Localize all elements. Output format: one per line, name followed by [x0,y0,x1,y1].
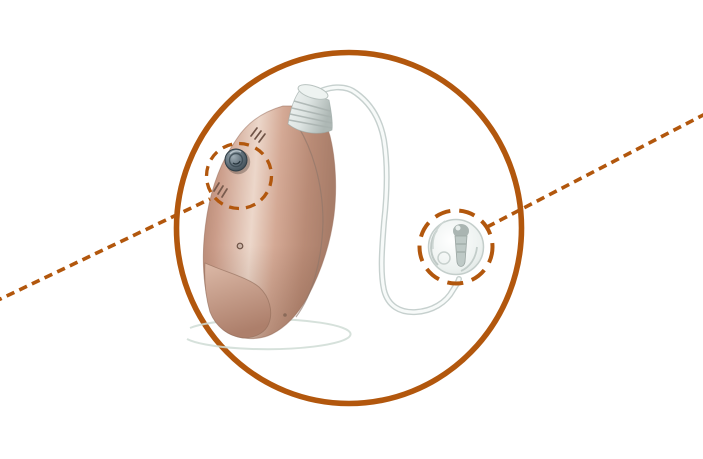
hearing-aid-body [202,105,337,339]
push-button [224,148,251,175]
dome-callout-circle [417,208,495,286]
indicator-hole [236,242,244,250]
dome-swirls [430,220,478,272]
dome-receiver [453,224,469,267]
frame-circle [173,49,525,407]
button-callout-circle [204,141,274,211]
contact-dot [283,313,287,317]
ear-dome [427,218,485,276]
leader-line-left [0,197,211,302]
microphone-slits-top [250,127,266,143]
body-seam [293,119,324,318]
tube-connector [287,84,333,134]
battery-door [204,262,272,339]
sound-tube [309,84,462,316]
microphone-slits-bottom [213,182,228,198]
connector-ribs [288,100,333,129]
